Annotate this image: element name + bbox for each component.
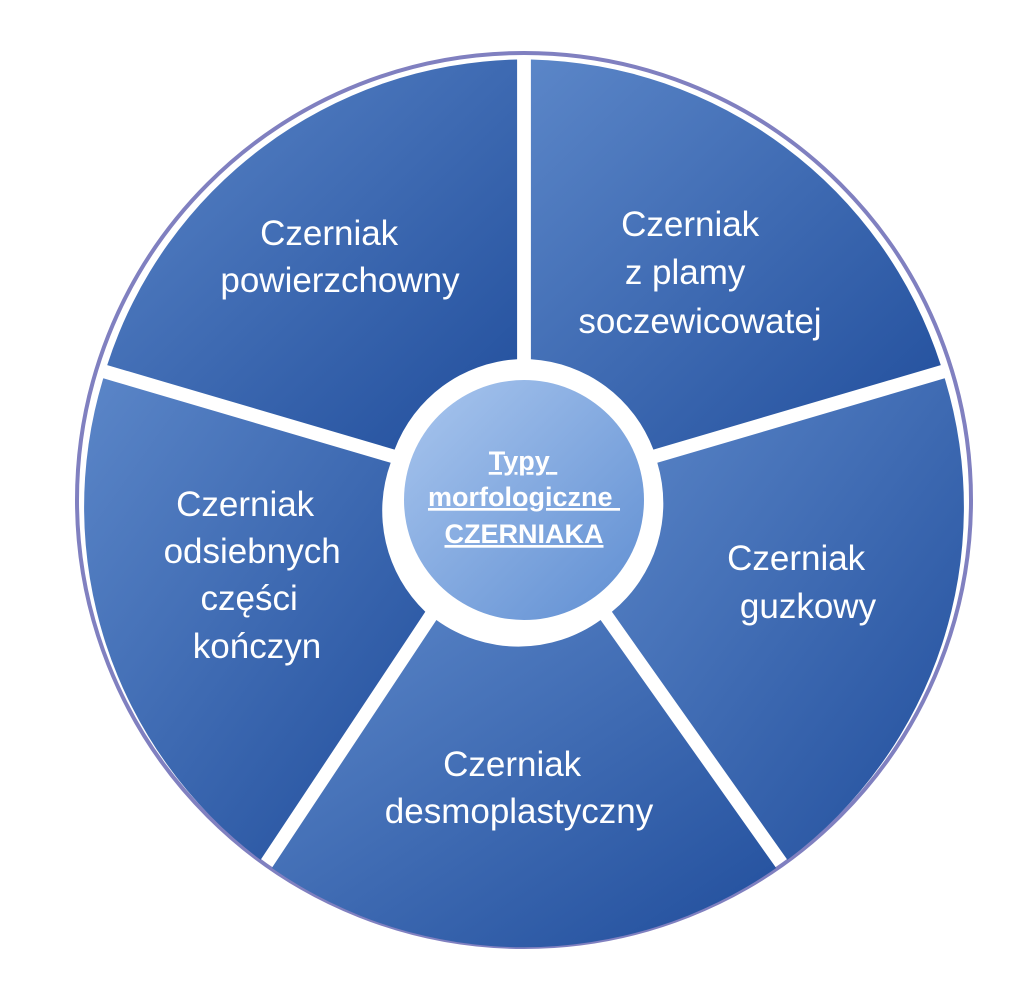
label-line: części <box>201 579 298 618</box>
label-plamy-soczewicowatej: Czerniak z plamy soczewicowatej <box>578 205 821 341</box>
center-title: Typy morfologiczne CZERNIAKA <box>428 446 620 549</box>
label-guzkowy: Czerniak guzkowy <box>727 539 877 626</box>
label-line: guzkowy <box>740 587 877 626</box>
center-circle <box>404 380 644 620</box>
segment-guzkowy <box>611 378 964 860</box>
label-line: Czerniak <box>727 539 866 578</box>
label-line: odsiebnych <box>164 532 341 571</box>
label-line: Czerniak <box>621 205 760 244</box>
label-line: soczewicowatej <box>578 302 821 341</box>
segment-desmoplastyczny <box>271 620 777 948</box>
segments <box>84 59 964 948</box>
segment-plamy-soczewicowatej <box>530 59 941 450</box>
center-line: Typy <box>489 446 550 476</box>
label-powierzchowny: Czerniak powierzchowny <box>220 214 460 300</box>
label-line: desmoplastyczny <box>385 792 654 831</box>
label-desmoplastyczny: Czerniak desmoplastyczny <box>385 745 654 831</box>
center-line: CZERNIAKA <box>445 519 604 549</box>
segment-odsiebnych-czesci-konczyn <box>84 378 426 860</box>
label-line: Czerniak <box>260 214 399 253</box>
segment-powierzchowny <box>107 59 518 450</box>
label-odsiebnych-czesci-konczyn: Czerniak odsiebnych części kończyn <box>164 485 351 666</box>
label-line: kończyn <box>193 627 321 666</box>
label-line: powierzchowny <box>220 261 460 300</box>
label-line: Czerniak <box>176 485 315 524</box>
label-line: Czerniak <box>443 745 582 784</box>
center-line: morfologiczne <box>428 482 613 512</box>
label-line: z plamy <box>625 253 746 292</box>
